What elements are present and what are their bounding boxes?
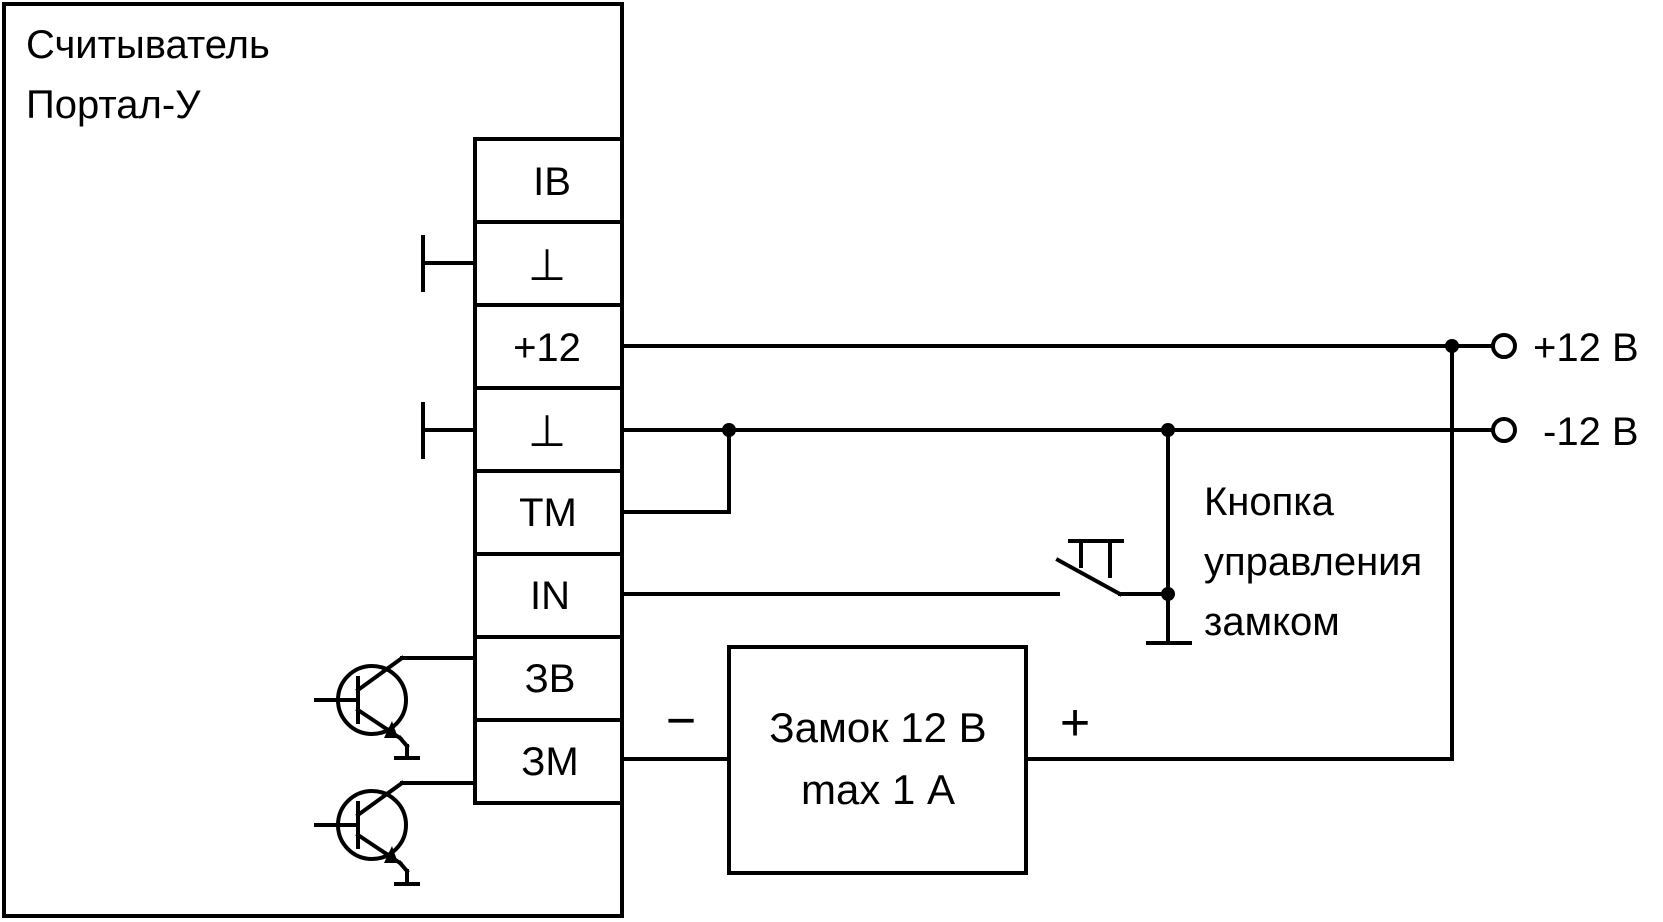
supply-label-minus: -12 В — [1543, 410, 1639, 454]
lock-label-line1: Замок 12 В — [769, 704, 986, 751]
terminal-label-ib: IB — [533, 160, 571, 204]
terminal-zm — [473, 718, 624, 805]
button-label-line2: управления — [1204, 540, 1422, 584]
lock-plus-sign: + — [1060, 694, 1090, 752]
supply-terminal-plus — [1491, 333, 1517, 359]
lock-minus-sign: − — [666, 692, 696, 750]
lock-box — [727, 645, 1028, 875]
button-label-line1: Кнопка — [1204, 480, 1335, 524]
terminal-block: IB ⊥ +12 ⊥ TM IN ЗВ ЗМ — [473, 137, 624, 805]
reader-title-line2: Портал-У — [26, 83, 201, 127]
terminal-label-zv: ЗВ — [525, 657, 576, 701]
push-button-symbol — [1055, 539, 1170, 597]
terminal-label-zm: ЗМ — [521, 740, 578, 784]
terminal-label-gnd2: ⊥ — [528, 407, 566, 456]
terminal-tm — [473, 469, 624, 556]
terminal-zv — [473, 635, 624, 722]
supply-terminal-minus — [1491, 417, 1517, 443]
ground-symbol-1 — [421, 235, 477, 292]
terminal-label-gnd1: ⊥ — [528, 241, 566, 290]
wire-tm — [620, 428, 731, 514]
supply-label-plus: +12 В — [1533, 326, 1639, 370]
transistor-zv — [314, 655, 477, 760]
lock-label-line2: max 1 А — [801, 766, 955, 813]
ground-symbol-2 — [421, 402, 477, 459]
reader-title-line1: Считыватель — [26, 23, 270, 67]
terminal-label-tm: TM — [519, 491, 577, 535]
terminal-label-p12: +12 — [513, 326, 581, 370]
transistor-zm — [314, 780, 477, 886]
button-label-line3: замком — [1204, 600, 1340, 644]
terminal-label-in: IN — [530, 574, 570, 618]
